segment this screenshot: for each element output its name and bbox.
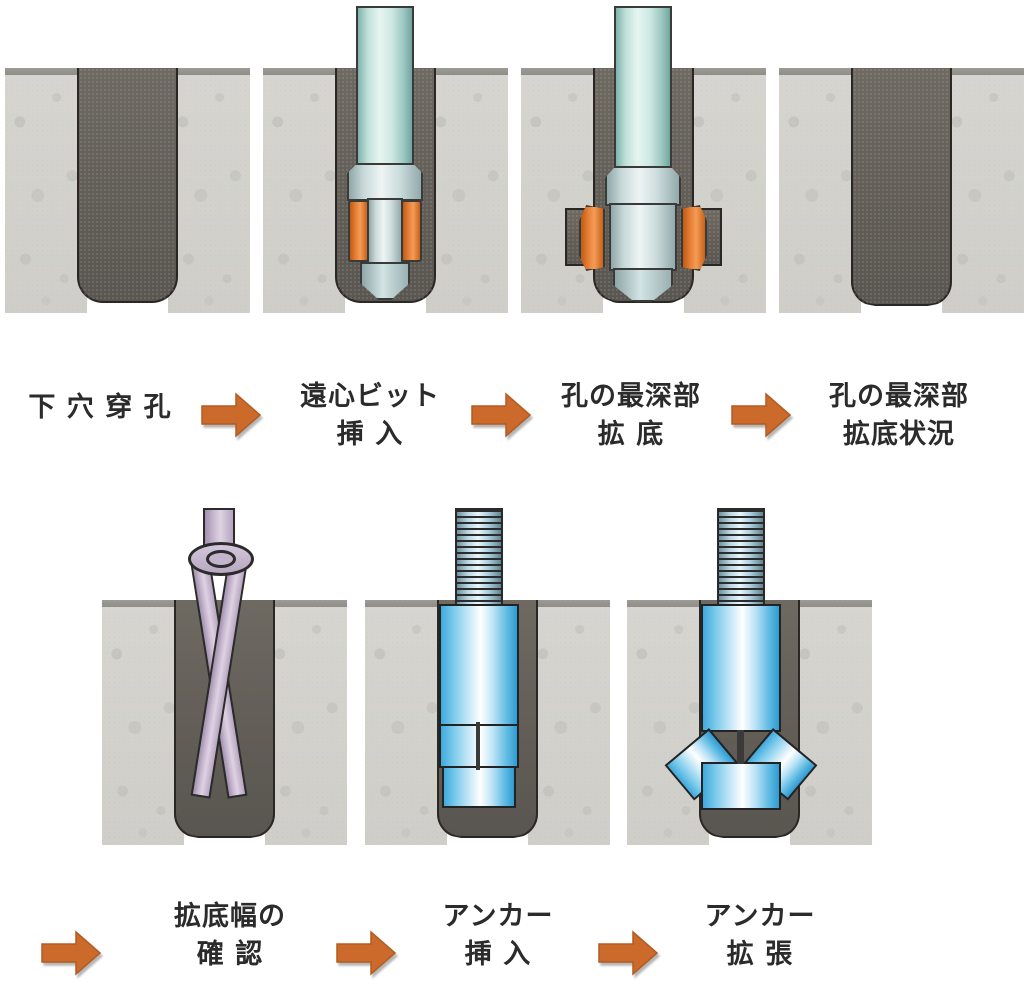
- threaded-rod: [717, 508, 765, 606]
- arrow-2: [470, 392, 532, 442]
- anchor-sleeve: [701, 604, 781, 732]
- step-2-label: 遠心ビット 挿 入: [300, 381, 440, 450]
- anchor-split-line: [476, 722, 480, 770]
- anchor-cone: [442, 766, 516, 808]
- drill-shaft: [614, 6, 672, 169]
- step-6-label: アンカー 挿 入: [442, 901, 554, 970]
- arrow-3: [730, 392, 792, 442]
- step-4-label: 孔の最深部 拡底状況: [829, 381, 969, 450]
- arrow-5: [335, 930, 397, 980]
- arrow-1: [200, 392, 262, 442]
- cutter-blade-right-extended: [681, 205, 707, 271]
- step-7-illustration: [627, 500, 872, 845]
- arrow-6: [597, 930, 659, 980]
- bit-collar: [347, 163, 423, 201]
- step-6-illustration: [365, 500, 610, 845]
- bit-core: [367, 198, 403, 264]
- step-1-illustration: [5, 68, 250, 313]
- anchor-expansion-cone: [737, 730, 744, 764]
- cutter-blade-left-extended: [579, 205, 605, 271]
- bit-core: [609, 203, 677, 271]
- step-5-label: 拡底幅の 確 認: [174, 901, 286, 970]
- anchor-base: [701, 762, 781, 810]
- drill-shaft: [356, 6, 414, 166]
- cutter-blade-left: [348, 200, 369, 262]
- step-3-illustration: [521, 0, 766, 313]
- threaded-rod: [455, 508, 503, 606]
- step-3-label: 孔の最深部 拡 底: [561, 381, 701, 450]
- anchor-sleeve: [439, 604, 519, 726]
- step-2-illustration: [263, 0, 508, 313]
- step-1-label: 下 穴 穿 孔: [28, 392, 172, 423]
- gauge-pivot-hole: [206, 550, 236, 568]
- step-7-label: アンカー 拡 張: [704, 901, 816, 970]
- step-5-illustration: [102, 500, 347, 845]
- bit-collar: [605, 166, 681, 206]
- cutter-blade-right: [401, 200, 422, 262]
- arrow-4: [40, 930, 102, 980]
- step-4-illustration: [779, 68, 1024, 313]
